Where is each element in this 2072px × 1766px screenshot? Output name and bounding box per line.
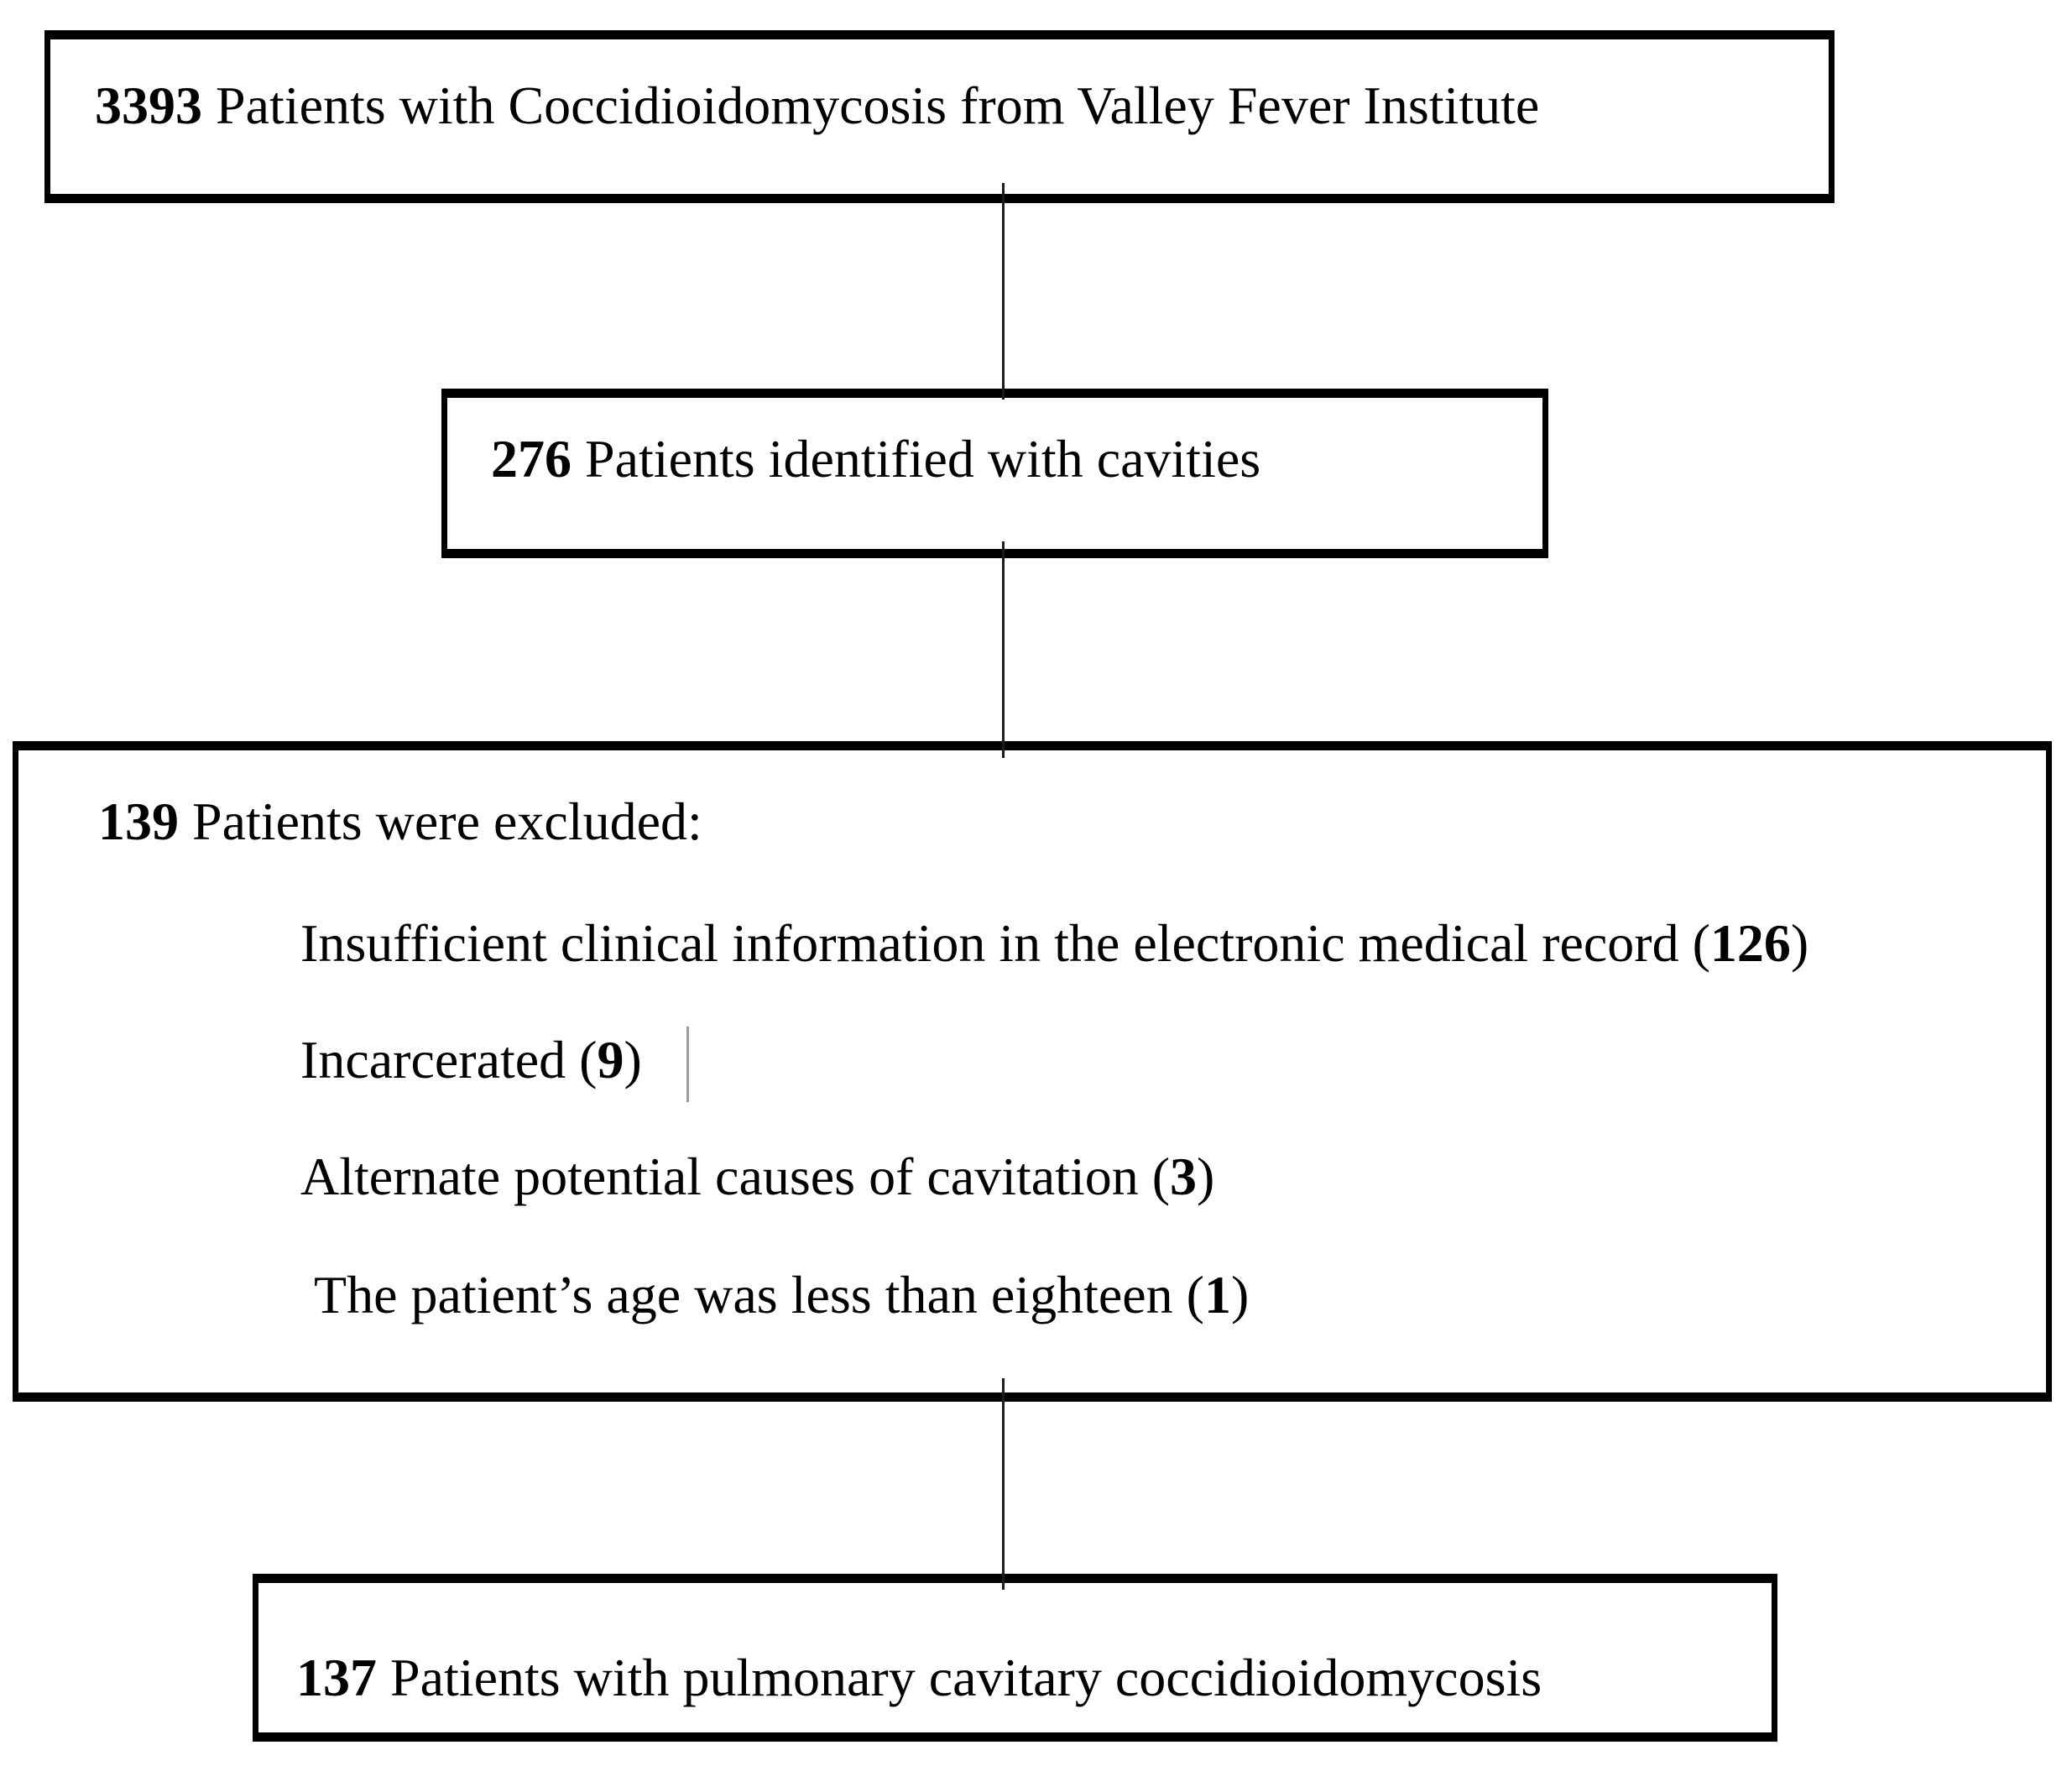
connector-line-3 [1002,1378,1005,1590]
text-cursor-artifact [686,1027,689,1102]
exclusion-item-text: Insufficient clinical information in the… [300,913,1710,973]
excluded-heading: 139 Patients were excluded: [98,792,702,851]
exclusion-item-count: 1 [1203,1265,1231,1324]
box-cavity-text: 276 Patients identified with cavities [447,430,1542,489]
exclusion-item-count: 126 [1709,913,1791,973]
exclusion-item-suffix: ) [1230,1265,1250,1324]
box-final-cohort: 137 Patients with pulmonary cavitary coc… [253,1574,1777,1742]
box-excluded-patients: 139 Patients were excluded: Insufficient… [13,741,2052,1402]
exclusion-item-text: Alternate potential causes of cavitation… [300,1147,1171,1206]
box-total-patients: 3393 Patients with Coccidioidomycosis fr… [44,30,1835,203]
box-final-text: 137 Patients with pulmonary cavitary coc… [258,1648,1772,1707]
box-total-text: 3393 Patients with Coccidioidomycosis fr… [50,76,1829,135]
total-count: 3393 [95,76,202,135]
cavity-count: 276 [491,429,571,489]
connector-line-2 [1002,541,1005,758]
exclusion-item: The patient’s age was less than eighteen… [314,1266,1249,1324]
excluded-label: Patients were excluded: [192,792,702,851]
exclusion-item-count: 3 [1170,1147,1198,1206]
exclusion-item-suffix: ) [1790,913,1809,973]
exclusion-item-text: Incarcerated ( [300,1030,598,1089]
connector-line-1 [1002,183,1005,400]
box-cavity-patients: 276 Patients identified with cavities [441,389,1548,558]
cavity-label: Patients identified with cavities [585,429,1261,489]
final-label: Patients with pulmonary cavitary coccidi… [390,1648,1542,1707]
exclusion-item: Insufficient clinical information in the… [300,914,1808,973]
exclusion-item-count: 9 [597,1030,624,1089]
exclusion-item-suffix: ) [624,1030,642,1089]
total-label: Patients with Coccidioidomycosis from Va… [216,76,1540,135]
excluded-count: 139 [98,792,179,851]
exclusion-item: Alternate potential causes of cavitation… [300,1147,1214,1206]
exclusion-item: Incarcerated (9) [300,1031,642,1089]
exclusion-item-text: The patient’s age was less than eighteen… [314,1265,1204,1324]
exclusion-item-suffix: ) [1197,1147,1215,1206]
final-count: 137 [296,1648,377,1707]
